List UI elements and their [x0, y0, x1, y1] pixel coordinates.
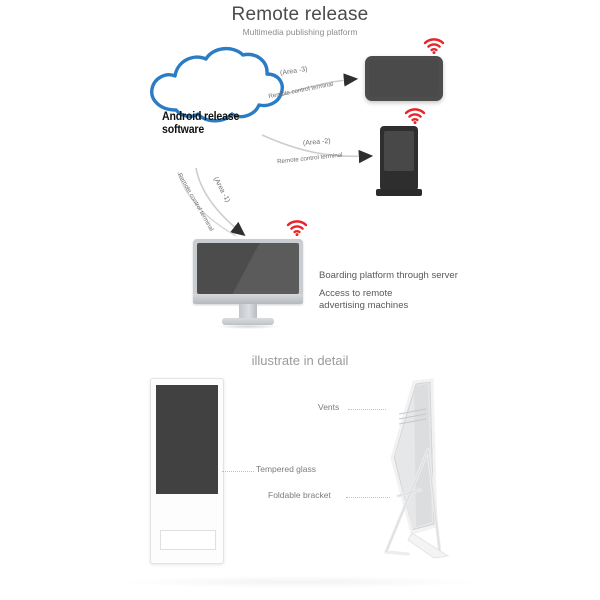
monitor-bezel — [193, 239, 303, 304]
leader-line-tempered-glass — [222, 471, 254, 472]
arrow-area-1a — [195, 167, 246, 236]
vertical-kiosk-screen — [384, 131, 414, 171]
callout-foldable-bracket: Foldable bracket — [268, 490, 331, 500]
cloud-shape — [150, 47, 284, 123]
vertical-kiosk-body — [380, 126, 418, 191]
vertical-kiosk-base — [376, 189, 422, 196]
description-boarding-platform: Boarding platform through server — [319, 270, 458, 281]
section-title-detail: illustrate in detail — [251, 353, 349, 368]
page-title: Remote release — [231, 4, 369, 25]
arrow-area-2 — [261, 134, 374, 164]
kiosk-front-view — [150, 378, 224, 564]
wifi-icon — [404, 108, 426, 124]
callout-vents: Vents — [318, 402, 340, 412]
monitor-chin — [193, 294, 303, 304]
screen-glare — [197, 243, 299, 294]
page-subtitle: Multimedia publishing platform — [242, 27, 358, 37]
desktop-monitor-device — [193, 239, 303, 329]
kiosk-side-view — [368, 372, 480, 568]
monitor-stand-base — [222, 318, 274, 325]
flow-arrows — [150, 47, 374, 237]
description-remote-access: Access to remote advertising machines — [319, 288, 409, 311]
landscape-display-screen — [369, 60, 439, 97]
floor-shadow — [120, 576, 480, 588]
kiosk-front-screen — [156, 385, 218, 494]
monitor-shadow — [215, 324, 281, 329]
wifi-icon — [286, 220, 308, 236]
arrow-area-1b — [177, 171, 237, 237]
leader-line-foldable-bracket — [346, 497, 390, 498]
kiosk-front-slot — [160, 530, 216, 550]
vent-slots — [398, 408, 427, 425]
monitor-stand-neck — [239, 304, 257, 320]
wifi-icon — [423, 38, 445, 54]
callout-tempered-glass: Tempered glass — [256, 464, 317, 474]
monitor-screen — [197, 243, 299, 294]
leader-line-vents — [348, 409, 386, 410]
landscape-display-device — [365, 56, 443, 101]
cloud-label: Android release software — [162, 111, 240, 136]
cloud-node: Android release software — [146, 82, 276, 172]
vertical-kiosk-device — [376, 126, 422, 198]
